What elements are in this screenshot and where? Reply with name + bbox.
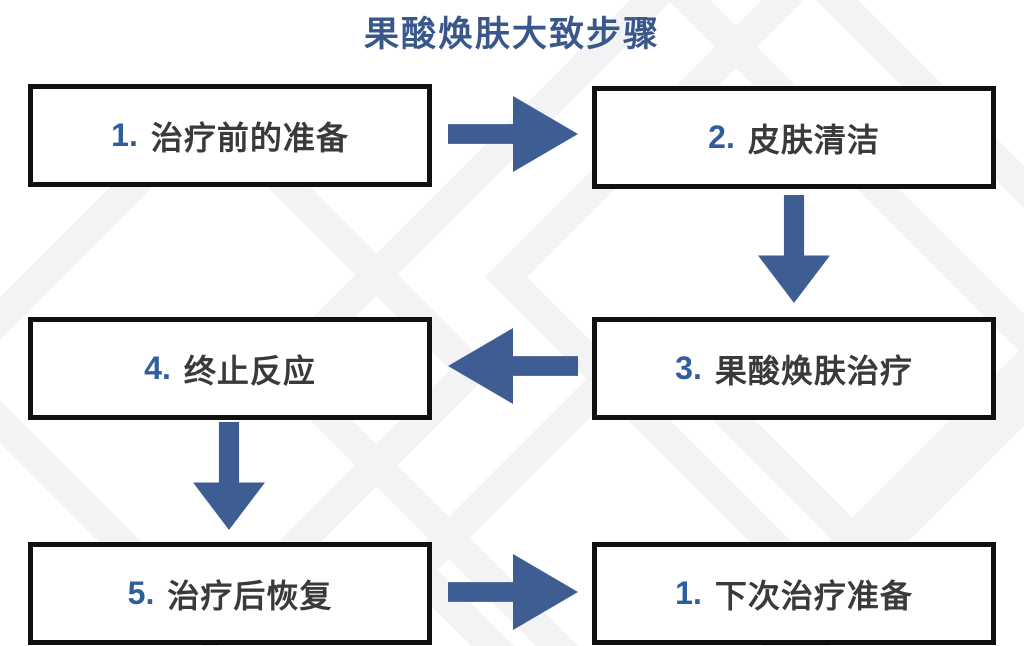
step-box-1: 1. 治疗前的准备 xyxy=(28,84,432,187)
step-label: 皮肤清洁 xyxy=(747,121,880,158)
step-number: 1. xyxy=(675,575,702,611)
step-label: 治疗前的准备 xyxy=(150,119,349,156)
step-box-3: 3. 果酸焕肤治疗 xyxy=(592,317,996,420)
step-number: 3. xyxy=(675,350,702,386)
step-number: 4. xyxy=(144,350,171,386)
step-number: 5. xyxy=(127,575,155,611)
arrow-right-icon xyxy=(448,554,578,630)
arrow-right-icon xyxy=(448,96,578,172)
arrow-down-icon xyxy=(193,422,265,530)
step-number: 2. xyxy=(708,119,735,155)
page-title: 果酸焕肤大致步骤 xyxy=(363,15,660,54)
step-number: 1. xyxy=(111,117,138,153)
step-box-4: 4. 终止反应 xyxy=(28,317,432,420)
arrow-down-icon xyxy=(758,195,830,303)
step-label: 治疗后恢复 xyxy=(167,577,333,614)
arrow-left-icon xyxy=(448,328,578,404)
step-label: 果酸焕肤治疗 xyxy=(714,352,913,389)
step-label: 下次治疗准备 xyxy=(714,577,913,614)
step-box-5: 5. 治疗后恢复 xyxy=(28,542,432,645)
step-box-2: 2. 皮肤清洁 xyxy=(592,86,996,189)
step-label: 终止反应 xyxy=(183,352,316,389)
step-box-6: 1. 下次治疗准备 xyxy=(592,542,996,645)
